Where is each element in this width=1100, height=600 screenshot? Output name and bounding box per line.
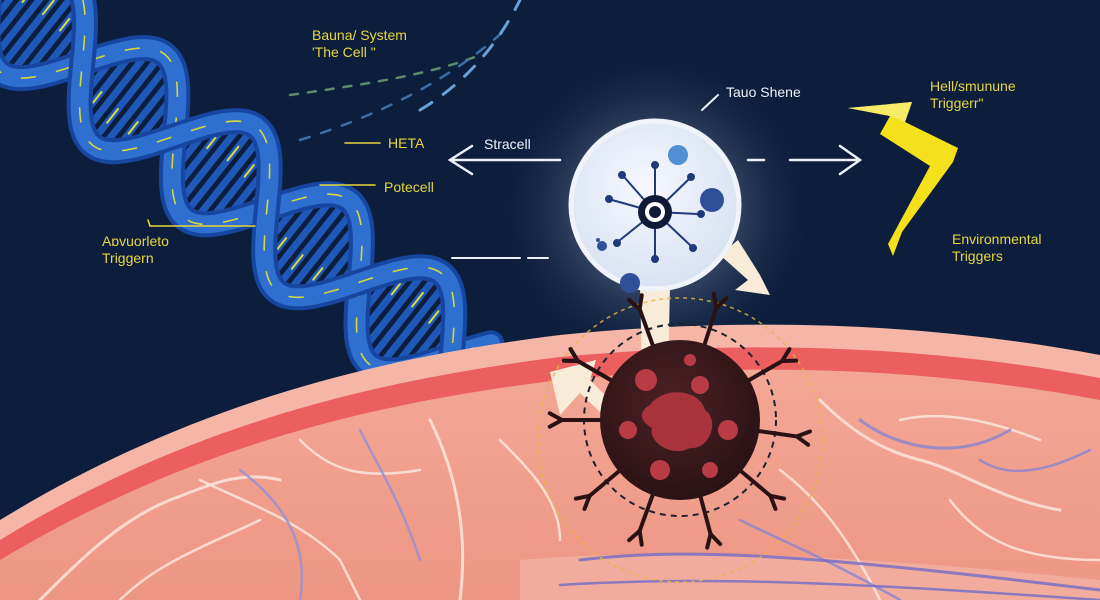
label-adjuvant-line2: Triggern [102,250,154,266]
dna-base-pair [282,204,359,300]
label-adjuvant-triggers: Aɒvuorleto Triggern [102,233,169,267]
blood-vessel [428,418,465,600]
dna-highlight [106,108,119,124]
dna-highlight [41,0,55,16]
dna-highlight [290,254,304,270]
blood-vessel [578,552,1100,592]
blood-vessel [198,478,362,600]
dna-helix-icon [0,0,505,410]
dna-base-pair [189,130,267,227]
dna-highlight [59,17,71,32]
healthy-cell-icon [568,118,742,293]
dna-backbone-accent [0,47,492,372]
dna-base-pair [374,277,452,373]
label-hell-immune-line1: Hell/smunune [930,78,1016,94]
cell-spike-fork [627,528,642,543]
tissue-layer [0,324,1100,600]
dna-highlight [243,164,255,178]
dna-base-pair [0,0,59,74]
blood-vessel [38,475,282,600]
cell-spike-fork [637,293,644,312]
blood-vessels [38,398,1100,600]
dna-base-pair [364,268,443,367]
dna-highlight [428,310,440,324]
dna-base-pair [0,0,44,56]
dna-highlight [226,145,240,162]
dna-highlight [21,0,26,4]
dna-base-pair [0,0,29,37]
label-environmental-line1: Environmental [952,231,1042,247]
label-hell-immune-line2: Triggerr" [930,95,984,111]
label-adjuvant-line1: Aɒvuorleto [102,233,169,249]
dna-base-pair [5,0,74,80]
cell-spike [637,307,656,349]
label-immune-system-line1: Bauna/ System [312,27,407,43]
dna-backbone-accent [78,0,455,398]
label-potecell: Potecell [384,179,434,195]
dna-base-pair [265,191,339,283]
blood-vessel [298,438,422,475]
dna-highlight [276,237,288,250]
cell-spike [755,428,799,439]
cell-spike [587,468,623,498]
dna-highlight [411,291,424,308]
blood-vessel [818,398,1062,512]
blood-vessel [558,579,1100,600]
cell-spike [737,468,773,498]
cell-spike [698,493,713,536]
blood-vessel [948,498,1100,562]
dna-base-pair [179,122,259,221]
dna-highlight [312,267,324,281]
blood-vessel [898,414,1042,442]
cell-spike-fork [794,434,811,447]
trigger-arrow [746,144,863,176]
cell-spike [745,359,785,383]
label-heta: HETA [388,135,425,151]
cell-spike [575,359,615,383]
cell-spike [702,305,719,348]
label-hell-immune-triggers: Hell/smunune Triggerr" [930,78,1016,112]
label-tauo-shene: Tauo Shene [726,84,801,100]
label-environmental-triggers: Environmental Triggers [952,231,1042,265]
dna-base-pair [87,49,167,148]
infected-cell-icon [537,292,823,583]
cell-spike-fork [705,531,713,550]
blood-vessel [118,518,262,600]
dashed-connectors [288,0,522,142]
blood-vessel [238,468,304,600]
label-immune-system: Bauna/ System 'The Cell " [312,27,407,61]
blood-vessel [778,468,882,600]
dna-base-pair [0,0,14,18]
dna-highlight [390,282,402,296]
dna-base-pair [97,57,175,154]
dna-base-pair [357,264,432,356]
label-environmental-line2: Triggers [952,248,1003,264]
cell-spike-fork [768,493,778,511]
cell-spike-fork [573,493,592,501]
dna-base-pair [80,45,155,137]
blood-vessel [358,428,422,562]
cell-spike-fork [547,411,564,422]
dna-highlight [127,120,139,135]
connector-dashes [451,94,719,259]
label-stracell: Stracell [484,136,531,152]
cell-spike-fork [568,347,580,363]
blood-vessel [978,448,1092,473]
dna-base-pair [271,195,351,294]
dna-highlight [92,90,103,104]
blood-vessel [858,418,1012,450]
cell-spike-fork [714,296,729,310]
dna-base-pair [172,118,247,210]
cell-spike [637,491,656,533]
label-leaders [147,142,381,227]
lightning-bolt-icon [848,102,958,256]
dna-highlight [206,136,217,150]
blood-vessel [498,438,562,542]
label-immune-system-line2: 'The Cell " [312,44,376,60]
stracell-arrow [447,144,562,176]
